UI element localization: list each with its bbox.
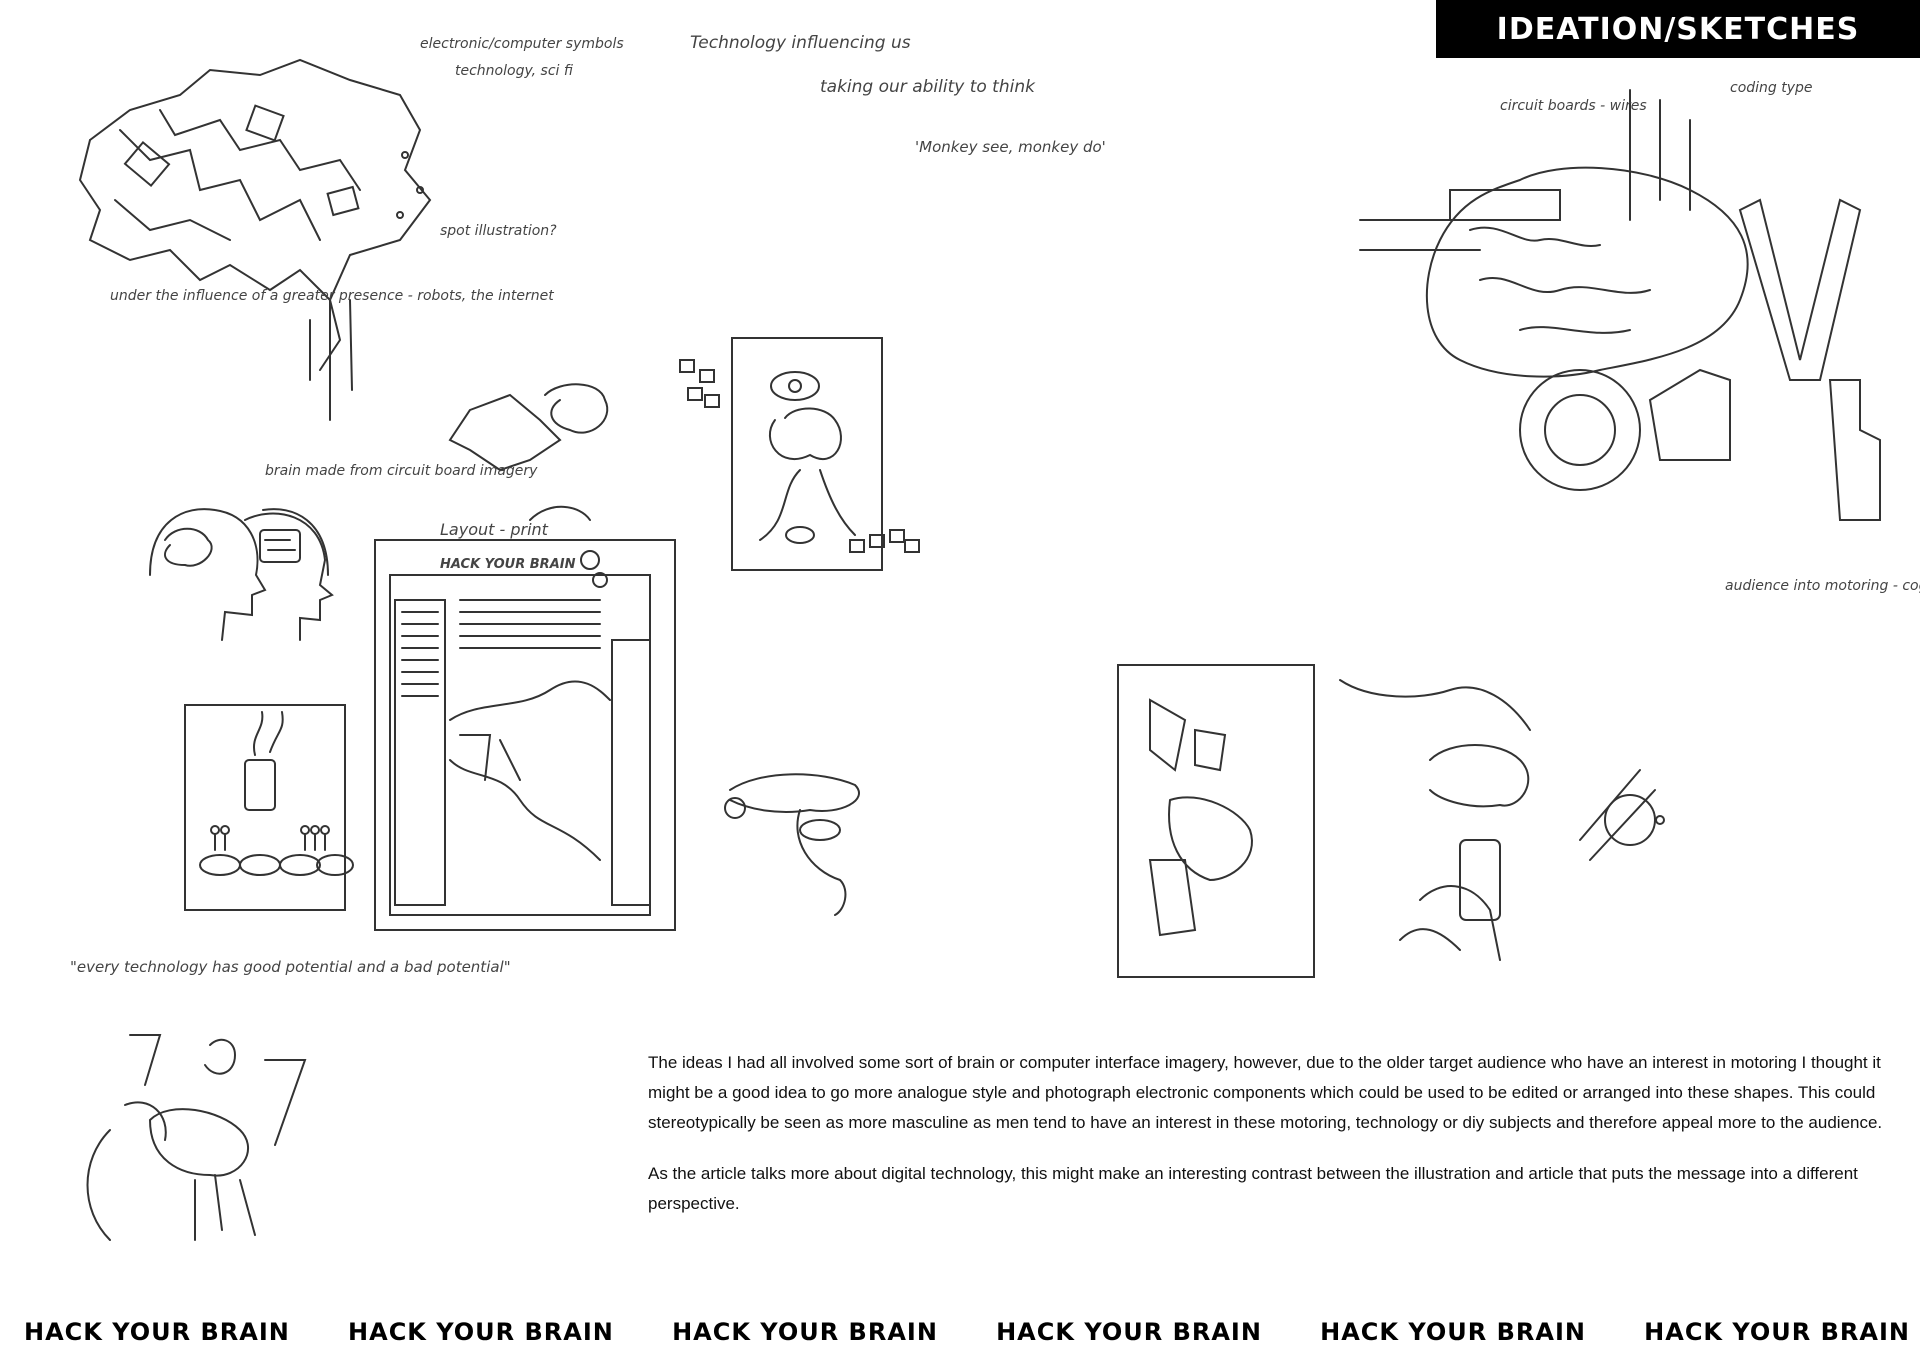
note-audience: audience into motoring - cogs, cognitive…: [1725, 578, 1920, 594]
note-quote: "every technology has good potential and…: [70, 958, 511, 976]
note-influence: under the influence of a greater presenc…: [110, 288, 554, 304]
note-spot: spot illustration?: [440, 223, 557, 239]
hand-phone-sketch: [1339, 679, 1665, 961]
header-banner: IDEATION/SKETCHES: [1436, 0, 1920, 58]
note-tech-scifi: technology, sci fi: [455, 63, 573, 79]
note-brain-circuit: brain made from circuit board imagery: [265, 463, 538, 479]
note-coding-type: coding type: [1730, 80, 1813, 96]
footer-item: HACK YOUR BRAIN: [348, 1318, 614, 1346]
footer-item: HACK YOUR BRAIN: [672, 1318, 938, 1346]
footer-item: HACK YOUR BRAIN: [1320, 1318, 1586, 1346]
note-layout: Layout - print: [440, 520, 549, 539]
tangle-sketch: [448, 383, 609, 472]
note-taking-ability: taking our ability to think: [820, 77, 1036, 97]
circuit-brain-sketch: [78, 58, 432, 421]
note-monkey: 'Monkey see, monkey do': [915, 138, 1106, 156]
footer-item: HACK YOUR BRAIN: [24, 1318, 290, 1346]
heads-sketch: [149, 508, 334, 641]
hack-frame-sketch: [1117, 664, 1315, 978]
footer-item: HACK YOUR BRAIN: [996, 1318, 1262, 1346]
note-electronic: electronic/computer symbols: [420, 36, 624, 52]
hack-brain-sketch: [1359, 89, 1881, 521]
description-paragraph-2: As the article talks more about digital …: [648, 1164, 1858, 1213]
note-hack-your-brain: HACK YOUR BRAIN: [440, 557, 576, 572]
crowd-sketch: [184, 704, 354, 911]
description-paragraph-1: The ideas I had all involved some sort o…: [648, 1053, 1883, 1132]
footer-item: HACK YOUR BRAIN: [1644, 1318, 1910, 1346]
ideation-description: The ideas I had all involved some sort o…: [648, 1048, 1898, 1240]
note-technology-influencing: Technology influencing us: [690, 33, 911, 53]
page-title: IDEATION/SKETCHES: [1496, 11, 1860, 47]
eye-magazine-sketch: [679, 337, 920, 571]
gear-brain-sketch: [724, 773, 860, 916]
numbers-brain-sketch: [86, 1034, 307, 1241]
footer-banner: HACK YOUR BRAIN HACK YOUR BRAIN HACK YOU…: [24, 1318, 1910, 1346]
layout-page-sketch: [374, 539, 676, 931]
note-circuit-boards: circuit boards - wires: [1500, 98, 1647, 114]
